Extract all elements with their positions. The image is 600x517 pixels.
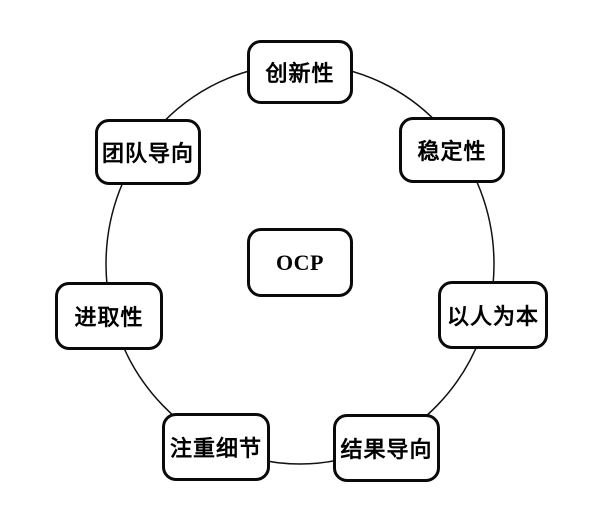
node-people-oriented: 以人为本 — [438, 281, 548, 349]
node-team-oriented: 团队导向 — [95, 119, 201, 185]
node-ocp-center: OCP — [247, 228, 353, 297]
node-result-oriented: 结果导向 — [333, 414, 440, 482]
node-stability: 稳定性 — [399, 117, 505, 183]
node-enterprising: 进取性 — [55, 282, 163, 350]
node-innovation: 创新性 — [247, 40, 353, 104]
node-detail-oriented: 注重细节 — [162, 413, 270, 481]
